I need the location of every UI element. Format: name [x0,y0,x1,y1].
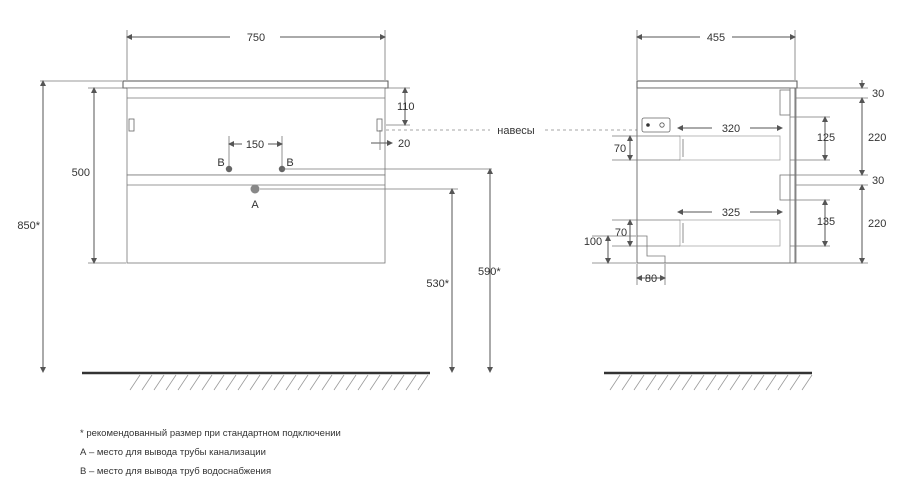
body-height-label: 500 [72,167,90,179]
floor-hatch [621,374,633,391]
side-lower-drawer [679,219,781,247]
floor-hatch [801,374,813,391]
note-drain: А – место для вывода трубы канализации [80,447,266,458]
top-offset-label: 30 [872,88,884,100]
front-countertop [122,80,389,89]
front-upper-drawer [126,87,386,176]
floor-hatch [249,374,261,391]
floor-hatch [273,374,285,391]
floor-hatch [609,374,621,391]
upper-drawer-height-label: 125 [817,132,835,144]
floor-hatch [681,374,693,391]
floor-hatch [333,374,345,391]
hinge-offset-label: 20 [398,138,410,150]
floor-hatch [645,374,657,391]
floor-hatch [141,374,153,391]
upper-section-label: 220 [868,132,886,144]
label-b-right: B [286,157,293,169]
lower-drawer-height-label: 135 [817,216,835,228]
hinge-plate-icon [641,117,671,133]
mid-offset-label: 30 [872,175,884,187]
floor-hatch [765,374,777,391]
floor-hatch [225,374,237,391]
label-b-left: B [217,157,224,169]
front-view: 750 850* 500 110 20 150 B B A [17,30,501,391]
floor-hatch [129,374,141,391]
note-water: В – место для вывода труб водоснабжения [80,466,272,477]
total-height-label: 850* [17,220,40,232]
floor-hatch [165,374,177,391]
floor-hatch [237,374,249,391]
floor-hatch [189,374,201,391]
top-gap-label: 110 [397,101,415,113]
floor-hatch [405,374,417,391]
floor-hatch [297,374,309,391]
floor-hatch [213,374,225,391]
upper-inner-label: 70 [614,143,626,155]
floor-hatch [201,374,213,391]
floor-hatch [777,374,789,391]
floor-hatch [177,374,189,391]
drain-pipe-a [250,184,260,194]
top-drawer-depth-label: 320 [722,123,740,135]
floor-hatch [717,374,729,391]
note-recommended: * рекомендованный размер при стандартном… [80,428,341,439]
floor-hatch [789,374,801,391]
foot-width-label: 80 [645,273,657,285]
side-body [636,87,796,264]
pipe-spacing-label: 150 [246,139,264,151]
lower-inner-label: 70 [615,227,627,239]
lower-section-label: 220 [868,218,886,230]
floor-hatch [381,374,393,391]
label-a: A [251,199,259,211]
floor-hatch [633,374,645,391]
drain-height-label: 530* [426,278,449,290]
side-countertop [636,80,798,89]
water-pipe-b-left [225,165,233,173]
floor-hatch [345,374,357,391]
notes: * рекомендованный размер при стандартном… [80,424,341,481]
hinge-icon [128,118,135,132]
floor-hatch [309,374,321,391]
floor-hatch [369,374,381,391]
bottom-drawer-depth-label: 325 [722,207,740,219]
floor-hatch [357,374,369,391]
hinge-icon [376,118,383,132]
floor-hatch [705,374,717,391]
water-height-label: 590* [478,266,501,278]
floor-hatch [753,374,765,391]
front-width-label: 750 [247,32,265,44]
side-depth-label: 455 [707,32,725,44]
side-upper-drawer [679,135,781,161]
floor-hatch [393,374,405,391]
floor-hatch [285,374,297,391]
floor-hatch [729,374,741,391]
floor-hatch [657,374,669,391]
floor-hatch [261,374,273,391]
floor-hatch [693,374,705,391]
floor-hatch [417,374,429,391]
floor-hatch [669,374,681,391]
floor-hatch [321,374,333,391]
side-view: 455 320 325 70 70 100 80 125 [584,30,886,391]
hinges-label: навесы [497,125,535,137]
floor-hatch [741,374,753,391]
bottom-height-label: 100 [584,236,602,248]
floor-hatch [153,374,165,391]
